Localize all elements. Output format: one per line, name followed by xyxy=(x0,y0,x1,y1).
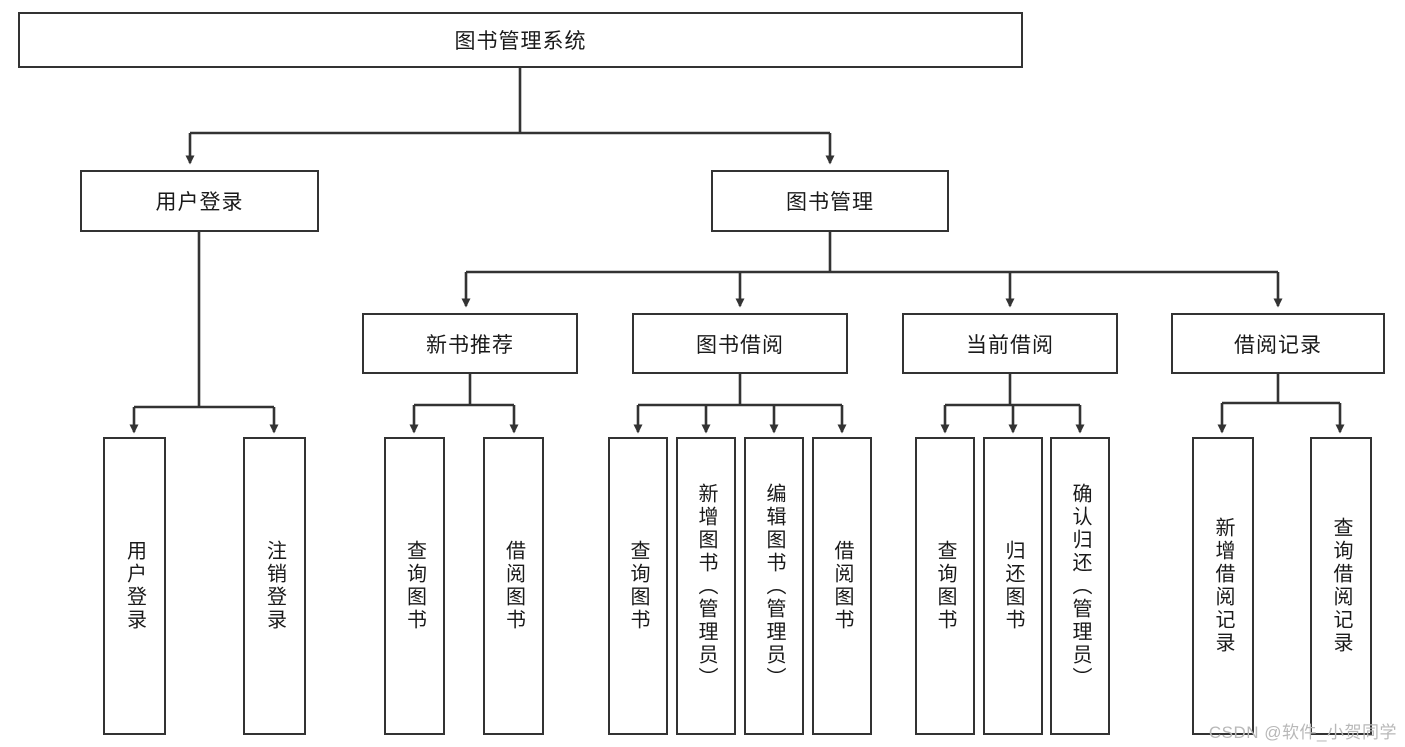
leaf-current-borrow-query-book[interactable]: 查询图书 xyxy=(915,437,975,735)
node-user-login[interactable]: 用户登录 xyxy=(80,170,319,232)
node-label: 用户登录 xyxy=(155,191,244,214)
node-label: 查询借阅记录 xyxy=(1330,517,1352,655)
leaf-borrow-record-query-record[interactable]: 查询借阅记录 xyxy=(1310,437,1372,735)
node-label: 查询图书 xyxy=(627,540,649,632)
node-label: 查询图书 xyxy=(934,540,956,632)
node-book-management[interactable]: 图书管理 xyxy=(711,170,949,232)
leaf-book-borrow-borrow-book[interactable]: 借阅图书 xyxy=(812,437,872,735)
leaf-book-borrow-edit-book-admin[interactable]: 编辑图书（管理员） xyxy=(744,437,804,735)
leaf-new-book-query-book[interactable]: 查询图书 xyxy=(384,437,445,735)
node-book-borrow[interactable]: 图书借阅 xyxy=(632,313,848,374)
node-label: 图书管理 xyxy=(786,191,874,214)
node-label: 查询图书 xyxy=(403,540,426,632)
leaf-user-login-logout[interactable]: 注销登录 xyxy=(243,437,306,735)
node-label: 借阅记录 xyxy=(1234,333,1322,357)
node-current-borrow[interactable]: 当前借阅 xyxy=(902,313,1118,374)
node-label: 用户登录 xyxy=(123,540,146,632)
node-label: 注销登录 xyxy=(263,540,286,632)
node-label: 当前借阅 xyxy=(966,333,1054,357)
leaf-user-login-login[interactable]: 用户登录 xyxy=(103,437,166,735)
node-root-library-management-system[interactable]: 图书管理系统 xyxy=(18,12,1023,68)
node-label: 图书借阅 xyxy=(696,333,784,357)
node-label: 新增图书（管理员） xyxy=(695,482,717,690)
node-label: 借阅图书 xyxy=(502,540,525,632)
leaf-current-borrow-confirm-return-admin[interactable]: 确认归还（管理员） xyxy=(1050,437,1110,735)
leaf-current-borrow-return-book[interactable]: 归还图书 xyxy=(983,437,1043,735)
node-label: 归还图书 xyxy=(1002,540,1024,632)
node-borrow-record[interactable]: 借阅记录 xyxy=(1171,313,1385,374)
leaf-new-book-borrow-book[interactable]: 借阅图书 xyxy=(483,437,544,735)
node-label: 新书推荐 xyxy=(426,333,514,357)
node-label: 借阅图书 xyxy=(831,540,853,632)
leaf-borrow-record-add-record[interactable]: 新增借阅记录 xyxy=(1192,437,1254,735)
leaf-book-borrow-add-book-admin[interactable]: 新增图书（管理员） xyxy=(676,437,736,735)
node-label: 确认归还（管理员） xyxy=(1069,482,1091,690)
node-label: 编辑图书（管理员） xyxy=(763,482,785,690)
node-label: 图书管理系统 xyxy=(454,30,587,53)
leaf-book-borrow-query-book[interactable]: 查询图书 xyxy=(608,437,668,735)
node-label: 新增借阅记录 xyxy=(1212,517,1234,655)
node-new-book-recommend[interactable]: 新书推荐 xyxy=(362,313,578,374)
